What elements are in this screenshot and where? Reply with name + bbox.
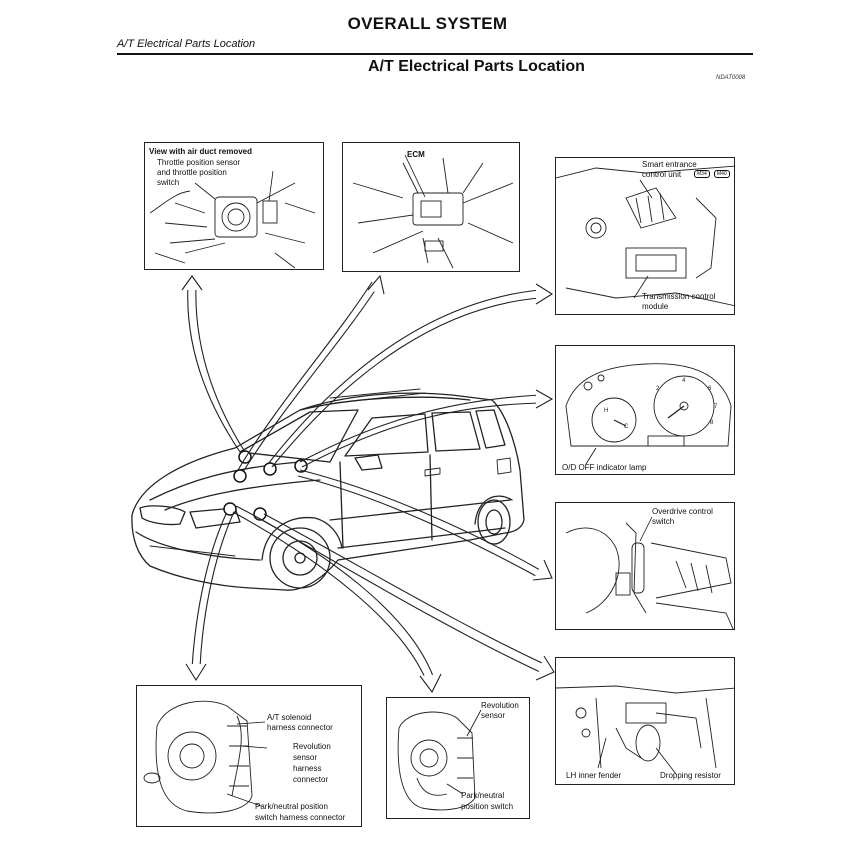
side-mirror: [354, 454, 383, 471]
body-crease: [329, 499, 511, 521]
solenoid-label2-line3: harness: [293, 764, 322, 773]
gauge-label-c: C: [624, 424, 629, 430]
arrow-solenoid-head: [185, 663, 207, 682]
headlight-left: [139, 505, 186, 526]
middle-side-window: [431, 411, 481, 452]
solenoid-label3-line1: Park/neutral position: [255, 802, 328, 811]
dash-underside-drawing: [556, 165, 734, 307]
door-handle: [424, 467, 441, 477]
arrow-throttle-head: [181, 275, 203, 291]
rear-wheel-hub: [485, 509, 503, 535]
panel-at-solenoid-harness: A/T solenoid harness connector Revolutio…: [136, 685, 362, 827]
fuel-door: [496, 457, 512, 475]
tcm-label-line1: Transmission control: [642, 292, 716, 301]
hood-line: [149, 461, 301, 501]
smart-entrance-label-line2: control unit: [642, 170, 682, 179]
throttle-body-drawing: [149, 170, 316, 269]
ecm-label: ECM: [407, 150, 425, 159]
panel-combination-meter: 2 4 6 7 8 H C O/D OFF indicator lamp: [555, 345, 735, 475]
windshield: [239, 409, 359, 463]
solenoid-label1-line2: harness connector: [267, 723, 333, 732]
throttle-label-line2: and throttle position: [157, 168, 227, 177]
solenoid-label1-line1: A/T solenoid: [267, 713, 312, 722]
panel-throttle-position-sensor: View with air duct removed Throttle posi…: [144, 142, 324, 270]
hood-crease: [164, 479, 321, 511]
tick-label-2: 2: [656, 386, 660, 392]
arrow-ecm: [237, 281, 379, 473]
reference-code: NDAT0008: [716, 75, 746, 81]
panel-ecm: ECM: [342, 142, 520, 272]
lower-grille: [149, 545, 236, 557]
overdrive-label-line2: switch: [652, 517, 675, 526]
engine-bay-drawing: [556, 685, 734, 775]
tick-label-8: 8: [710, 420, 714, 426]
panel-revolution-sensor: Revolution sensor Park/neutral position …: [386, 697, 530, 819]
arrow-overdrive: [297, 469, 541, 577]
arrow-throttle: [187, 284, 246, 453]
throttle-label-line3: switch: [157, 178, 180, 187]
revolution-label2-line2: position switch: [461, 802, 514, 811]
tick-label-7: 7: [714, 404, 718, 410]
lh-inner-fender-label: LH inner fender: [566, 771, 622, 780]
transaxle-side-drawing: [397, 709, 482, 811]
marker-cluster: [294, 459, 308, 473]
header-rule: [117, 53, 753, 55]
running-head: A/T Electrical Parts Location: [117, 38, 256, 50]
arrow-ecm-head: [367, 274, 385, 295]
combination-meter-drawing: 2 4 6 7 8 H C: [565, 363, 732, 465]
front-door-edge: [339, 461, 344, 549]
arrow-smart-head: [535, 283, 554, 305]
connector-badge-m40: M40: [714, 170, 730, 178]
arrow-revolution: [232, 505, 434, 681]
section-title: A/T Electrical Parts Location: [368, 58, 585, 75]
solenoid-label2-line2: sensor: [293, 753, 318, 762]
rear-wheel-arch: [474, 495, 513, 525]
arrow-cluster: [299, 394, 541, 468]
shift-lever-drawing: [565, 516, 734, 629]
panel-smart-entrance-control-unit: Smart entrance control unit M34 M40 Tran…: [555, 157, 735, 315]
tick-label-4: 4: [682, 378, 686, 384]
headlight-right: [189, 507, 241, 529]
page-title: OVERALL SYSTEM: [347, 14, 508, 33]
marker-ecm: [233, 469, 247, 483]
front-wheel-hub: [282, 540, 318, 576]
solenoid-label2-line4: connector: [293, 775, 329, 784]
rocker-line: [337, 527, 506, 549]
front-side-window: [344, 413, 429, 457]
connector-badge-m34: M34: [694, 170, 710, 178]
od-off-indicator-label: O/D OFF indicator lamp: [562, 463, 647, 472]
smart-entrance-label-line1: Smart entrance: [642, 160, 697, 169]
gauge-label-h: H: [604, 408, 608, 414]
revolution-label2-line1: Park/neutral: [461, 791, 505, 800]
rear-side-window: [475, 409, 506, 449]
roof-rack: [329, 388, 426, 404]
panel-dropping-resistor: LH inner fender Dropping resistor: [555, 657, 735, 785]
throttle-label-line1: Throttle position sensor: [157, 158, 241, 167]
tcm-label-line2: module: [642, 302, 669, 311]
arrow-smart: [267, 289, 541, 468]
arrow-resistor: [261, 513, 545, 673]
arrow-solenoid: [191, 513, 234, 669]
arrow-revolution-head: [419, 673, 442, 694]
rear-wheel: [477, 499, 511, 545]
front-wheel-arch: [261, 516, 343, 561]
overdrive-label-line1: Overdrive control: [652, 507, 713, 516]
bumper: [135, 531, 261, 561]
revolution-label1-line2: sensor: [481, 711, 506, 720]
sliding-door-edge: [429, 454, 433, 541]
panel-heading: View with air duct removed: [149, 147, 252, 156]
front-wheel: [269, 527, 331, 589]
solenoid-label3-line2: switch harness connector: [255, 813, 346, 822]
arrow-overdrive-head: [532, 559, 553, 581]
arrow-cluster-head: [535, 389, 554, 409]
transaxle-drawing: [143, 700, 268, 814]
dropping-resistor-label: Dropping resistor: [660, 771, 721, 780]
solenoid-label2-line1: Revolution: [293, 742, 331, 751]
arrow-resistor-head: [535, 655, 555, 681]
tick-label-6: 6: [708, 386, 712, 392]
revolution-label1-line1: Revolution: [481, 701, 519, 710]
ecm-drawing: [352, 154, 514, 269]
panel-overdrive-control-switch: Overdrive control switch: [555, 502, 735, 630]
